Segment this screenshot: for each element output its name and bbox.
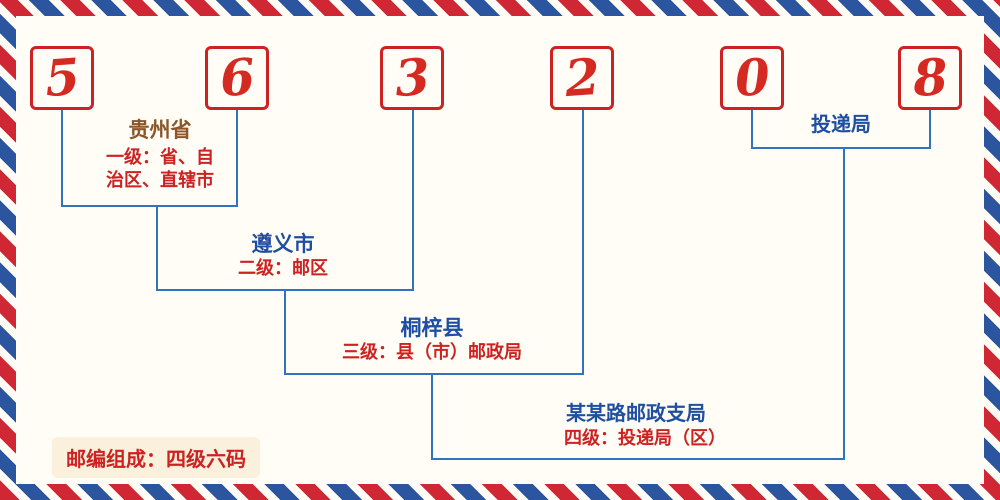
connector-line [929,94,931,147]
connector-line [431,373,433,458]
connector-line [431,458,845,460]
postal-digit-box: 0 [720,46,784,110]
postal-digit-box: 8 [898,46,962,110]
postal-digit-box: 5 [30,46,94,110]
postal-code-composition-note: 邮编组成：四级六码 [52,437,260,478]
postal-digit: 6 [217,46,257,109]
level1-name: 贵州省 [128,119,192,142]
level4-desc: 四级：投递局（区） [564,428,726,448]
connector-line [236,94,238,205]
delivery-office-label: 投递局 [811,114,871,136]
connector-line [751,94,753,147]
connector-line [284,373,584,375]
level1-desc: 一级：省、自 治区、直辖市 [75,146,245,192]
connector-line [284,289,286,373]
postal-digit: 8 [910,46,950,109]
postal-digit: 2 [562,46,602,109]
connector-line [61,94,63,205]
postal-digit-box: 6 [205,46,269,110]
level4-name: 某某路邮政支局 [566,403,706,425]
connector-line [156,205,158,289]
connector-line [582,94,584,375]
postal-digit: 3 [392,46,432,109]
level3-name: 桐梓县 [400,317,464,340]
postal-digit-box: 2 [550,46,614,110]
postal-digit: 0 [732,46,772,109]
postal-digit: 5 [42,46,82,109]
connector-line [751,147,931,149]
level3-desc: 三级：县（市）邮政局 [342,342,522,362]
level2-desc: 二级：邮区 [238,258,328,278]
level1-desc-line1: 一级：省、自 [106,147,214,167]
postal-digit-box: 3 [380,46,444,110]
connector-line [61,205,238,207]
connector-line [412,94,414,291]
diagram-canvas: 5 6 3 2 0 8 贵州省 一级：省、自 治区、直辖市 遵义市 二级：邮区 … [16,16,984,484]
level1-desc-line2: 治区、直辖市 [106,170,214,190]
level2-name: 遵义市 [251,233,315,256]
connector-line [843,147,845,460]
